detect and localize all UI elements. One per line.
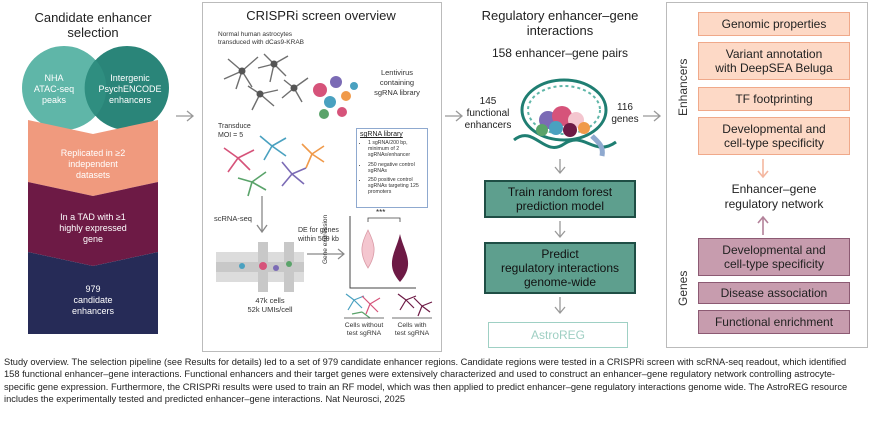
cells-without-label: Cells without test sgRNA bbox=[344, 322, 384, 337]
gene-expression-axis-label: Gene expression bbox=[322, 214, 329, 264]
astrocyte-cells-colored bbox=[223, 135, 325, 197]
arrow-genes-to-network bbox=[757, 215, 769, 235]
transduce-label: Transduce MOI = 5 bbox=[218, 123, 251, 139]
crispri-title: CRISPRi screen overview bbox=[246, 8, 396, 23]
variant-annotation-box: Variant annotation with DeepSEA Beluga bbox=[698, 42, 850, 80]
lentivirus-particles bbox=[313, 76, 358, 119]
predict-box: Predict regulatory interactions genome-w… bbox=[484, 242, 636, 294]
figure-caption: Study overview. The selection pipeline (… bbox=[4, 357, 848, 405]
atac-label: NHA ATAC-seq peaks bbox=[33, 72, 75, 105]
scrna-arrow bbox=[256, 196, 268, 234]
arrow-enhancers-to-network bbox=[757, 159, 769, 179]
candidate-title: Candidate enhancer selection bbox=[34, 10, 152, 40]
genes-count-label: 116 genes bbox=[611, 102, 639, 125]
network-label: Enhancer–gene regulatory network bbox=[724, 182, 824, 211]
library-list: 1 sgRNA/200 bp, minimum of 2 sgRNAs/enha… bbox=[360, 140, 424, 196]
gene-specificity-box: Developmental and cell-type specificity bbox=[698, 238, 850, 276]
astrocyte-cells-grey bbox=[223, 53, 309, 111]
lentivirus-label: Lentivirus containing sgRNA library bbox=[374, 68, 420, 97]
candidates-label: 979 candidate enhancers bbox=[71, 283, 115, 316]
library-title: sgRNA library bbox=[360, 131, 403, 138]
enhancers-side-label: Enhancers bbox=[676, 58, 690, 116]
arrow-down-1 bbox=[554, 159, 566, 175]
cells-label: 47k cells 52k UMIs/cell bbox=[247, 296, 293, 314]
train-model-box: Train random forest prediction model bbox=[484, 180, 636, 218]
arrow-to-crispri bbox=[176, 110, 195, 122]
significance-bracket bbox=[367, 217, 401, 222]
funnel-shapes bbox=[28, 120, 158, 334]
violin-with bbox=[391, 234, 409, 282]
regulatory-title: Regulatory enhancer–gene interactions bbox=[481, 8, 639, 38]
pairs-label: 158 enhancer–gene pairs bbox=[491, 46, 629, 60]
psychencode-circle bbox=[85, 46, 169, 130]
scrna-chip bbox=[216, 242, 304, 292]
funnel-step-tad bbox=[28, 182, 158, 266]
enhancer-specificity-box: Developmental and cell-type specificity bbox=[698, 117, 850, 155]
de-arrow bbox=[307, 248, 345, 260]
protein-complex bbox=[536, 106, 590, 137]
venn-diagram bbox=[22, 46, 169, 130]
significance-stars: *** bbox=[376, 208, 386, 217]
astroreg-box[interactable]: AstroREG bbox=[488, 322, 628, 348]
astrocyte-label: Normal human astrocytes transduced with … bbox=[218, 31, 304, 46]
astrocyte-illustration bbox=[223, 53, 358, 234]
sgrna-library-box: sgRNA library 1 sgRNA/200 bp, minimum of… bbox=[356, 128, 428, 208]
violin-plot bbox=[349, 216, 416, 289]
scrna-label: scRNA-seq bbox=[214, 214, 252, 223]
cells-with-label: Cells with test sgRNA bbox=[394, 322, 430, 337]
functional-enrichment-box: Functional enrichment bbox=[698, 310, 850, 334]
de-label: DE for genes within 500 kb bbox=[298, 227, 339, 243]
arrow-to-regulatory bbox=[445, 110, 464, 122]
dna-loop-illustration bbox=[513, 78, 617, 157]
genes-side-label: Genes bbox=[676, 270, 690, 306]
violin-without bbox=[361, 229, 375, 269]
functional-enhancers-label: 145 functional enhancers bbox=[464, 96, 512, 131]
tf-footprinting-box: TF footprinting bbox=[698, 87, 850, 111]
replicated-label: Replicated in ≥2 independent datasets bbox=[60, 147, 126, 180]
funnel-step-candidates bbox=[28, 252, 158, 334]
tad-label: In a TAD with ≥1 highly expressed gene bbox=[59, 211, 127, 244]
psychencode-label: Intergenic PsychENCODE enhancers bbox=[98, 72, 162, 105]
arrow-down-3 bbox=[554, 297, 566, 315]
disease-association-box: Disease association bbox=[698, 282, 850, 304]
funnel-step-replicated bbox=[28, 120, 158, 196]
atac-circle bbox=[22, 46, 106, 130]
cell-groups bbox=[344, 293, 433, 319]
arrow-to-characterization bbox=[643, 110, 662, 122]
axis-line bbox=[349, 216, 416, 289]
venn-overlap bbox=[84, 59, 107, 117]
genomic-properties-box: Genomic properties bbox=[698, 12, 850, 36]
arrow-down-2 bbox=[554, 221, 566, 239]
